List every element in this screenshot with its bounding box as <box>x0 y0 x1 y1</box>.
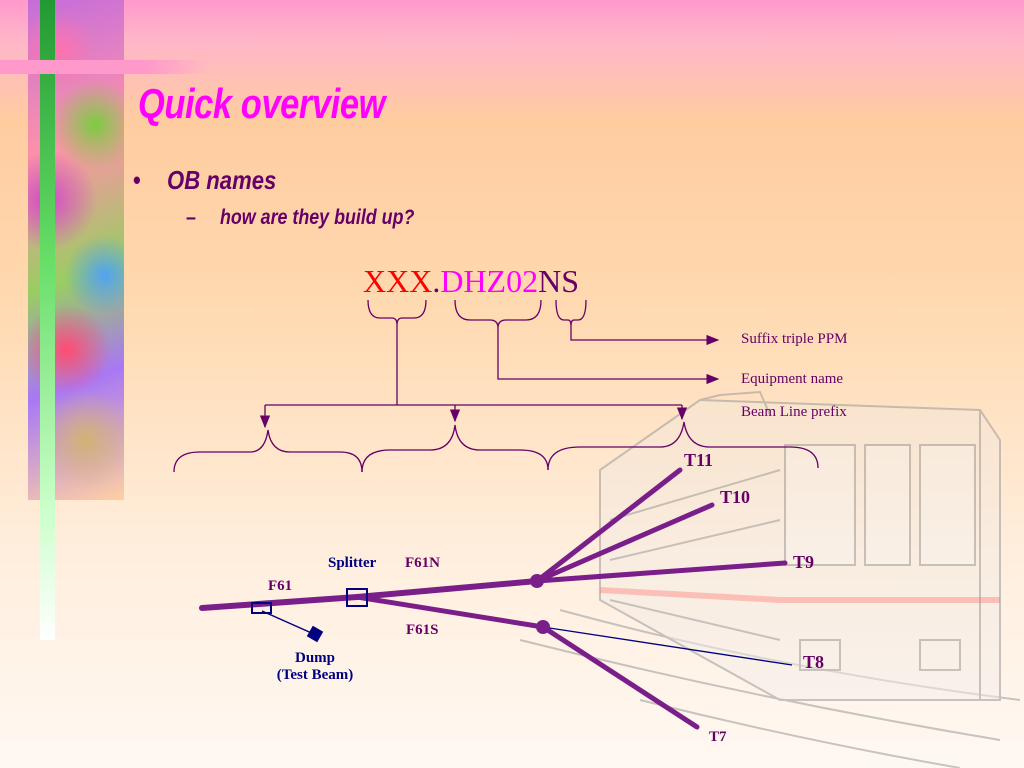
ob-part-equipment: DHZ02 <box>440 263 539 299</box>
beam-t8 <box>542 626 793 666</box>
node-north <box>530 574 544 588</box>
sub-bullet-item: – how are they build up? <box>186 206 414 230</box>
ob-name-example: XXX.DHZ02NS <box>363 263 579 300</box>
ob-part-prefix: XXX <box>363 263 433 299</box>
label-t11: T11 <box>684 450 714 470</box>
pink-band <box>0 60 210 74</box>
label-f61n: F61N <box>405 555 440 571</box>
big-brace-1 <box>173 429 363 473</box>
dump-line2: (Test Beam) <box>276 667 354 683</box>
label-suffix: Suffix triple PPM <box>741 331 848 347</box>
ob-part-dot: . <box>432 263 441 299</box>
brace-prefix <box>367 299 427 326</box>
bullet-text: OB names <box>167 165 277 195</box>
beam-t9 <box>534 560 788 584</box>
suffix-arrow <box>570 326 720 346</box>
node-south <box>536 620 550 634</box>
label-f61: F61 <box>268 578 293 594</box>
brace-equipment <box>454 299 542 329</box>
label-dump: Dump (Test Beam) <box>272 650 358 684</box>
dump-block <box>306 625 324 643</box>
beam-t11 <box>534 467 683 584</box>
beam-t10 <box>534 502 715 584</box>
bullet-dot: • <box>133 165 141 195</box>
beam-f61s <box>354 594 546 630</box>
label-t7: T7 <box>709 729 727 745</box>
label-t10: T10 <box>720 487 751 507</box>
sub-bullet-text: how are they build up? <box>220 206 415 229</box>
big-brace-3 <box>547 421 819 471</box>
label-f61s: F61S <box>406 622 439 638</box>
dump-line <box>261 610 317 636</box>
beam-t7 <box>540 624 700 730</box>
ob-part-suffix: NS <box>538 263 579 299</box>
label-beamline: Beam Line prefix <box>741 404 847 420</box>
dump-line1: Dump <box>294 650 335 666</box>
label-t8: T8 <box>803 652 825 672</box>
bullet-dash: – <box>186 206 196 229</box>
equipment-arrow <box>497 328 720 385</box>
page-title: Quick overview <box>138 80 385 127</box>
label-splitter: Splitter <box>328 555 377 571</box>
big-brace-2 <box>361 424 549 473</box>
label-equipment: Equipment name <box>741 371 844 387</box>
label-t9: T9 <box>793 552 815 572</box>
splitter-box <box>346 588 368 607</box>
bullet-item: • OB names <box>133 165 276 196</box>
f61-element <box>251 602 272 614</box>
green-bar <box>40 0 55 640</box>
brace-suffix <box>555 299 587 327</box>
